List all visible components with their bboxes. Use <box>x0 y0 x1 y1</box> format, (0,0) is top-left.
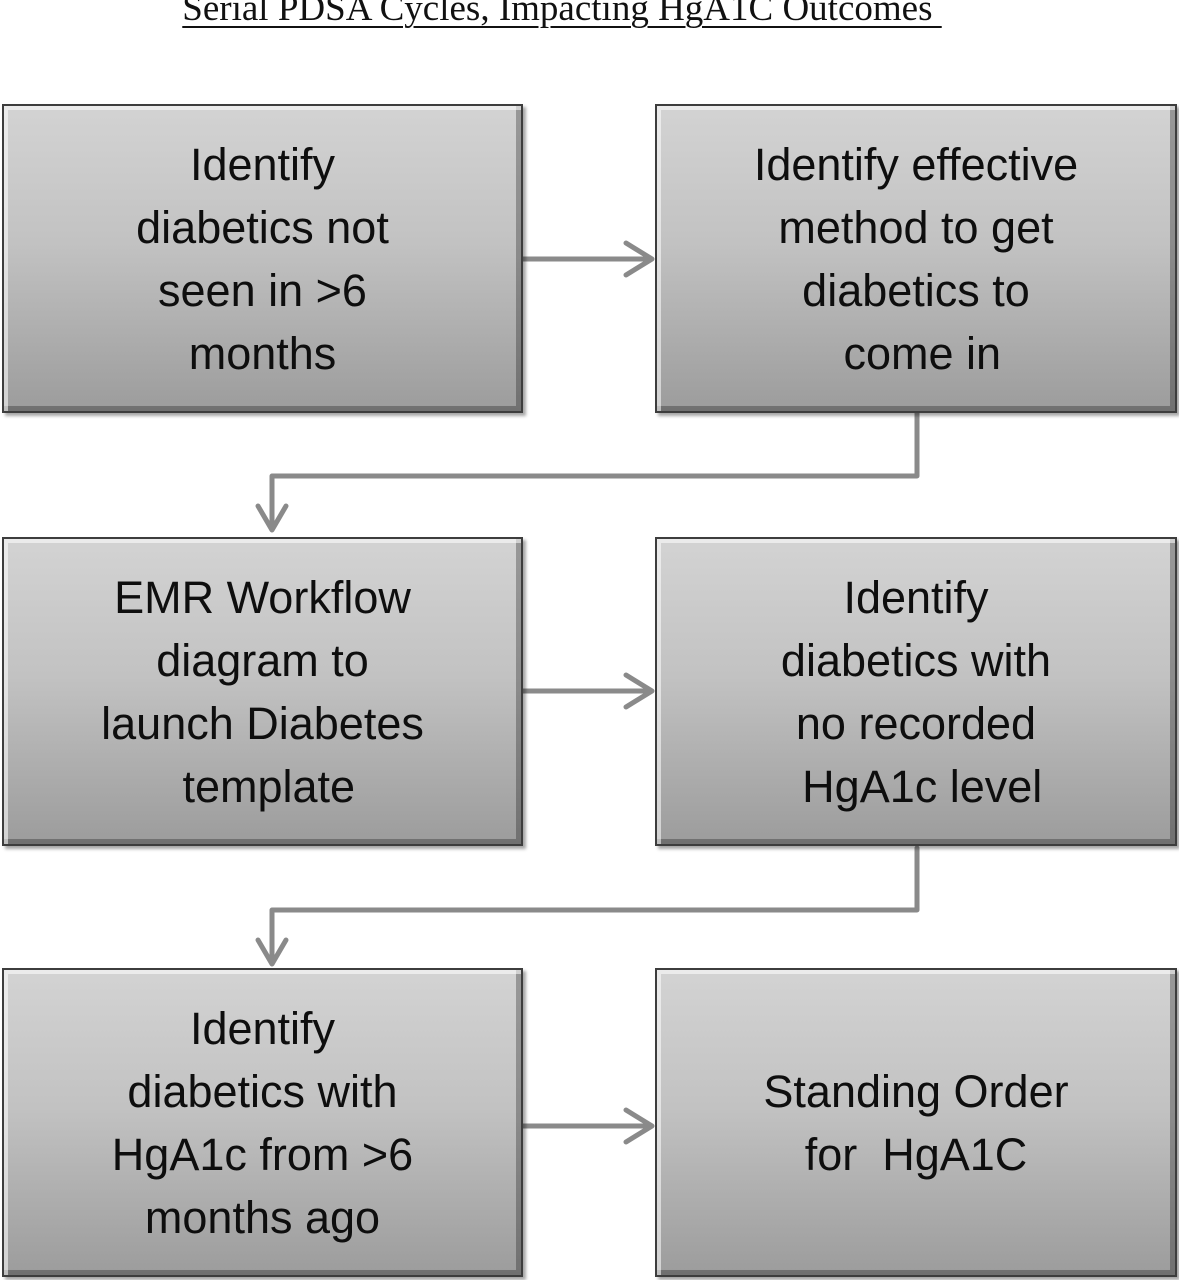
step-label: Identify diabetics not seen in >6 months <box>136 138 389 379</box>
arrowhead-step1-to-step2 <box>623 240 655 278</box>
step-box-no-recorded-level: Identify diabetics with no recorded HgA1… <box>655 537 1177 846</box>
diagram-title: Serial PDSA Cycles, Impacting HgA1C Outc… <box>182 0 942 29</box>
connector-step4-to-step5 <box>269 845 920 965</box>
step-label: Standing Order for HgA1C <box>763 1065 1069 1180</box>
arrowhead-step5-to-step6 <box>623 1107 655 1145</box>
step-label: Identify diabetics with no recorded HgA1… <box>780 571 1052 812</box>
step-box-emr-workflow: EMR Workflow diagram to launch Diabetes … <box>2 537 523 846</box>
arrowhead-step3-to-step4 <box>623 672 655 710</box>
step-label: EMR Workflow diagram to launch Diabetes … <box>101 571 424 812</box>
step-box-identify-method: Identify effective method to get diabeti… <box>655 104 1177 413</box>
connector-step2-to-step3 <box>269 410 920 531</box>
step-box-standing-order: Standing Order for HgA1C <box>655 968 1177 1277</box>
arrowhead-step4-to-step5 <box>255 937 289 967</box>
arrowhead-step2-to-step3 <box>255 503 289 533</box>
step-label: Identify effective method to get diabeti… <box>753 138 1079 379</box>
step-label: Identify diabetics with HgA1c from >6 mo… <box>111 1002 414 1243</box>
step-box-identify-not-seen: Identify diabetics not seen in >6 months <box>2 104 523 413</box>
step-box-hga1c-older-6-months: Identify diabetics with HgA1c from >6 mo… <box>2 968 523 1277</box>
